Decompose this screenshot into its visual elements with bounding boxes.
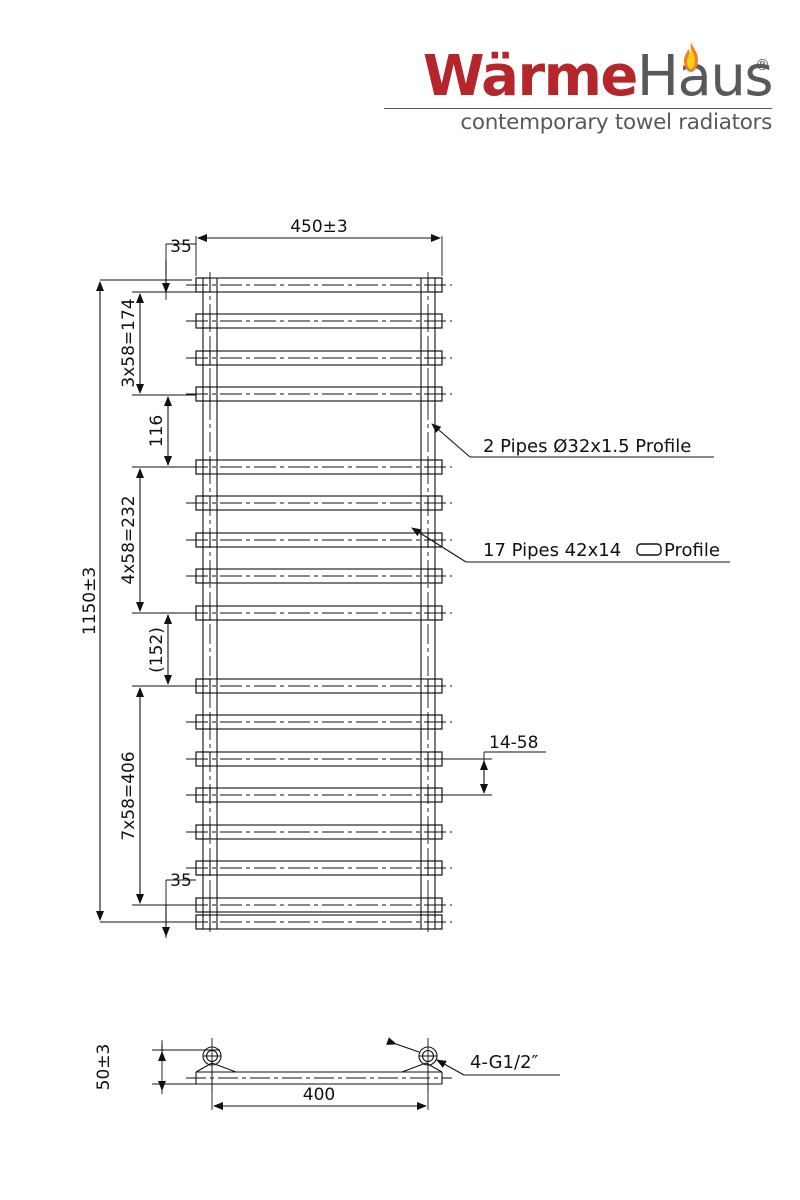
label-pipes-horizontal-pre: 17 Pipes 42x14 <box>483 540 621 561</box>
label-bottom-offset: 35 <box>170 871 192 891</box>
rail-group-top <box>186 277 452 402</box>
manifold-right <box>420 272 436 935</box>
rail <box>186 787 452 803</box>
dimension-plan-centres <box>211 1060 429 1110</box>
manifold-left <box>202 272 218 935</box>
rail <box>186 568 452 584</box>
flame-icon <box>684 42 698 72</box>
dimension-bottom-offset <box>162 879 196 938</box>
label-overall-width: 450±3 <box>290 217 348 237</box>
leader-connections <box>386 1037 560 1076</box>
rail <box>186 860 452 876</box>
rail <box>186 386 452 402</box>
dimension-overall-height <box>96 279 192 923</box>
registered-trademark-icon: ® <box>755 56 770 74</box>
label-plan-depth: 50±3 <box>94 1044 114 1091</box>
rail <box>186 714 452 730</box>
rail-group-middle <box>186 459 452 621</box>
rail <box>186 914 452 930</box>
label-top-offset: 35 <box>170 237 192 257</box>
logo-divider-rule <box>384 108 772 109</box>
rail <box>186 313 452 329</box>
plan-view <box>186 1038 452 1092</box>
logo-text-haus: Haus <box>636 44 774 109</box>
label-gap-upper: 116 <box>147 415 167 447</box>
rail <box>186 678 452 694</box>
rect-profile-icon <box>636 543 662 556</box>
label-plan-centres: 400 <box>303 1085 335 1105</box>
dimension-group-bottom <box>132 685 196 906</box>
rail <box>186 495 452 511</box>
label-group-bottom: 7x58=406 <box>119 751 139 840</box>
leader-pipes-horizontal <box>411 527 730 563</box>
label-pipes-horizontal-post: Profile <box>664 540 720 561</box>
dimension-rail-pitch <box>442 751 546 796</box>
rail <box>186 751 452 767</box>
leader-pipes-vertical <box>431 423 714 458</box>
label-connections: 4-G1/2″ <box>470 1052 539 1073</box>
label-rail-pitch: 14-58 <box>489 733 538 753</box>
rail <box>186 350 452 366</box>
dimension-group-top <box>132 291 196 396</box>
rail <box>186 897 452 913</box>
logo-wordmark: WärmeHaus <box>372 44 774 109</box>
dimension-top-offset <box>162 243 196 300</box>
rail <box>186 824 452 840</box>
label-pipes-horizontal: 17 Pipes 42x14 Profile <box>483 540 720 561</box>
label-gap-lower: (152) <box>147 627 167 673</box>
rail <box>186 459 452 475</box>
label-group-top: 3x58=174 <box>119 298 139 387</box>
brand-logo: WärmeHaus ® contemporary towel radiators <box>372 42 774 156</box>
label-group-middle: 4x58=232 <box>119 495 139 584</box>
label-pipes-vertical: 2 Pipes Ø32x1.5 Profile <box>483 436 691 457</box>
logo-tagline: contemporary towel radiators <box>460 110 772 135</box>
label-overall-height: 1150±3 <box>80 567 100 635</box>
dimension-plan-depth <box>152 1040 220 1094</box>
dimension-overall-width <box>195 234 443 276</box>
rail-group-bottom <box>186 678 452 930</box>
rail <box>186 605 452 621</box>
logo-text-warme: Wärme <box>422 44 639 109</box>
rail <box>186 277 452 293</box>
rail <box>186 532 452 548</box>
